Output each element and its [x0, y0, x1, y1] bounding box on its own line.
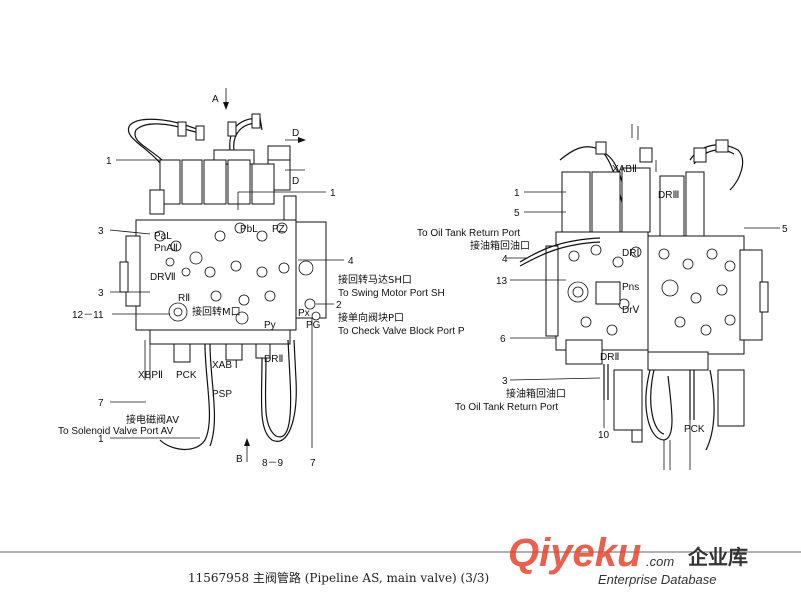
port-psp: PSP [212, 389, 232, 400]
callout-6: 6 [500, 334, 506, 345]
note-swing-motor-en: To Swing Motor Port SH [338, 288, 445, 299]
callout-3-top: 3 [98, 226, 104, 237]
note-check-valve-en: To Check Valve Block Port P [338, 326, 465, 337]
figure-caption: 11567958 主阀管路 (Pipeline AS, main valve) … [188, 570, 489, 585]
callout-3-bottom: 3 [98, 288, 104, 299]
callout-1-right: 1 [330, 188, 336, 199]
note-solenoid-en: To Solenoid Valve Port AV [58, 426, 174, 437]
callout-5-left: 5 [514, 208, 520, 219]
callout-8-9: 8－9 [262, 458, 284, 469]
port-pz: PZ [272, 224, 285, 235]
port-dr2: DRⅡ [600, 352, 619, 363]
callout-1-top: 1 [106, 156, 112, 167]
port-pck: PCK [684, 424, 705, 435]
callout-10: 10 [598, 430, 610, 441]
port-xbp2: XBPⅡ [138, 370, 163, 381]
right-view: 1 5 5 4 13 6 3 10 XABⅡ DRⅢ DRⅠ Pns DrⅤ D… [417, 124, 788, 470]
view-b-label: B [236, 454, 243, 465]
callout-13: 13 [496, 276, 508, 287]
port-dr5: DrⅤ [622, 305, 640, 316]
port-pck: PCK [176, 370, 197, 381]
callout-1-bottom: 1 [98, 434, 104, 445]
watermark-brand: Qiyeku [508, 531, 641, 575]
note-swing-motor-cn: 接回转马达SH口 [338, 273, 412, 286]
callout-4: 4 [502, 254, 508, 265]
note-tank-return-bottom-cn: 接油箱回油口 [506, 387, 566, 400]
view-a-label: A [212, 94, 219, 105]
watermark-subtitle: Enterprise Database [598, 572, 717, 587]
port-px: Px [298, 308, 310, 319]
to-swing-m-port: 接回转M口 [192, 305, 241, 318]
port-pns: Pns [622, 282, 639, 293]
callout-2: 2 [336, 300, 342, 311]
note-tank-return-bottom-en: To Oil Tank Return Port [455, 402, 558, 413]
port-pbl: PbL [240, 224, 258, 235]
port-dr7: DRⅦ [150, 272, 176, 283]
callout-3: 3 [502, 376, 508, 387]
view-d-label-bottom: D [292, 176, 299, 187]
note-check-valve-cn: 接单向阀块P口 [338, 311, 404, 324]
port-xab1: XAB Ⅰ [212, 360, 238, 371]
callout-7-left: 7 [98, 398, 104, 409]
callout-7-bottom: 7 [310, 458, 316, 469]
view-d-label-top: D [292, 128, 299, 139]
note-tank-return-top-en: To Oil Tank Return Port [417, 228, 520, 239]
callout-12-11: 12－11 [72, 310, 104, 321]
callout-1: 1 [514, 188, 520, 199]
watermark-cn: 企业库 [687, 545, 748, 569]
callout-4: 4 [348, 256, 354, 267]
port-dr3: DRⅢ [658, 190, 679, 201]
port-py: Py [264, 320, 276, 331]
port-dr1: DRⅠ [622, 248, 639, 259]
watermark-domain: .com [646, 554, 674, 569]
note-solenoid-cn: 接电磁阀AV [126, 413, 179, 426]
port-r2: RⅡ [178, 293, 190, 304]
watermark-logo: Qiyeku .com 企业库 Enterprise Database [508, 531, 748, 587]
port-pna2: PnAⅡ [154, 243, 178, 254]
port-xab2: XABⅡ [612, 164, 637, 175]
note-tank-return-top-cn: 接油箱回油口 [470, 239, 530, 252]
port-pal: PaL [154, 231, 172, 242]
callout-5-right: 5 [782, 224, 788, 235]
port-dr2: DRⅡ [264, 354, 283, 365]
left-view: A D D [58, 88, 465, 469]
port-pg: PG [306, 320, 321, 331]
